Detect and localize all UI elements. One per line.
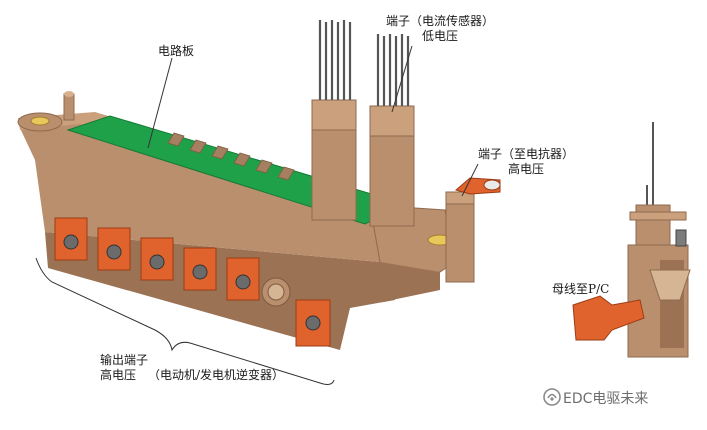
reactor-terminal-label-line1: 端子（至电抗器） xyxy=(478,147,575,161)
reactor-lug-hole xyxy=(483,179,501,191)
sensor-pins-right xyxy=(376,34,410,106)
side-upper-block xyxy=(635,204,671,246)
sensor-terminal-label-line2: 低电压 xyxy=(422,29,459,43)
sensor-terminal-label: 端子（电流传感器） 低电压 xyxy=(386,14,494,44)
terminal-hole xyxy=(235,274,251,290)
housing-front-face xyxy=(20,122,380,262)
pcb-leader xyxy=(147,57,173,149)
reactor-leader xyxy=(461,163,479,197)
side-view-module xyxy=(572,122,691,358)
reactor-tower-cap xyxy=(445,191,475,205)
left-locating-post xyxy=(63,93,75,121)
busbar-label: 母线至P/C xyxy=(552,282,610,296)
pcb-fins xyxy=(167,132,295,181)
round-boss-inner xyxy=(267,283,285,301)
reactor-terminal-label-line2: 高电压 xyxy=(508,162,545,176)
watermark-text: EDC电驱未来 xyxy=(563,391,649,407)
busbar-module-main xyxy=(17,20,501,350)
output-terminal-note: （电动机/发电机逆变器） xyxy=(148,368,285,382)
housing-right-lower xyxy=(380,262,440,300)
sensor-pins-left xyxy=(318,20,352,100)
output-terminal-label-line2: 高电压 xyxy=(100,368,137,382)
output-terminal-label: 输出端子 高电压 （电动机/发电机逆变器） xyxy=(100,353,284,383)
pcb-label: 电路板 xyxy=(158,44,195,58)
wechat-official-account-icon xyxy=(543,388,561,406)
reactor-terminal-label: 端子（至电抗器） 高电压 xyxy=(478,147,574,177)
terminal-hole xyxy=(305,315,321,331)
terminal-hole xyxy=(63,234,79,250)
reactor-terminal-tower xyxy=(445,177,501,283)
terminal-hole xyxy=(106,244,122,260)
side-top-arm xyxy=(629,211,687,221)
output-terminal-label-line1: 输出端子 xyxy=(100,353,149,367)
busbar-tab xyxy=(572,295,645,341)
terminal-hole xyxy=(149,254,165,270)
left-mount-hole xyxy=(30,116,50,126)
left-locating-post-cap xyxy=(64,91,74,97)
sensor-terminal-pillars xyxy=(311,20,415,227)
terminal-hole xyxy=(192,264,208,280)
output-terminals xyxy=(54,217,331,347)
sensor-leader xyxy=(391,45,413,113)
pillar-left-cap xyxy=(311,99,357,131)
output-terminal-brace xyxy=(35,257,335,385)
reactor-tower-body xyxy=(445,191,475,283)
sensor-terminal-label-line1: 端子（电流传感器） xyxy=(386,14,495,28)
side-bolt xyxy=(675,229,687,247)
leader-lines xyxy=(35,45,479,385)
side-funnel xyxy=(649,269,691,301)
